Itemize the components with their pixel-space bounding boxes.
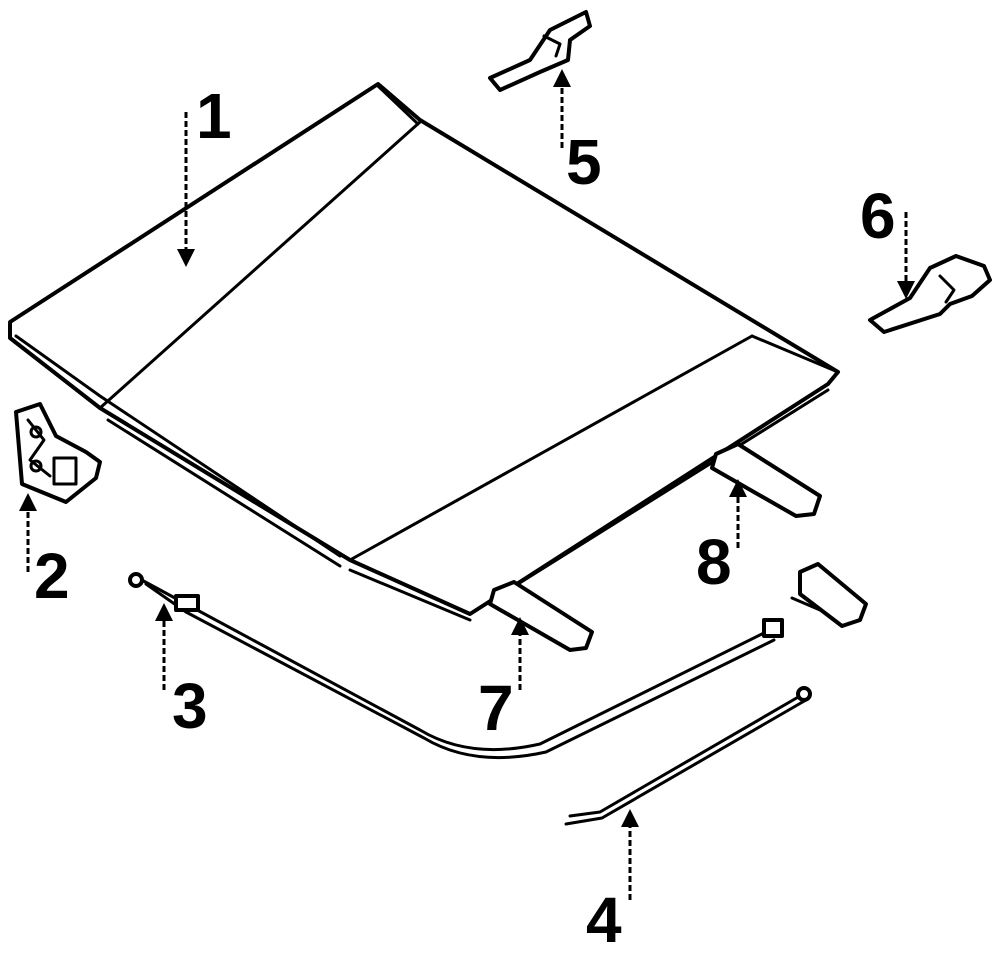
callout-8: 8: [696, 526, 732, 598]
release-cable: [128, 562, 868, 760]
callout-6: 6: [860, 180, 896, 252]
callout-3: 3: [172, 670, 208, 742]
hood-latch: [14, 402, 102, 504]
leader-lines: [19, 69, 915, 900]
callout-1: 1: [196, 80, 232, 152]
right-hinge: [868, 254, 992, 334]
callout-5: 5: [566, 126, 602, 198]
callout-7: 7: [478, 672, 514, 744]
left-hinge: [488, 10, 592, 92]
hood-bracket-front: [488, 580, 594, 652]
callout-4: 4: [586, 884, 622, 956]
callout-2: 2: [34, 540, 70, 612]
hood-bracket-rear: [710, 442, 822, 518]
hood-panel: [8, 82, 840, 622]
prop-rod: [564, 686, 812, 826]
